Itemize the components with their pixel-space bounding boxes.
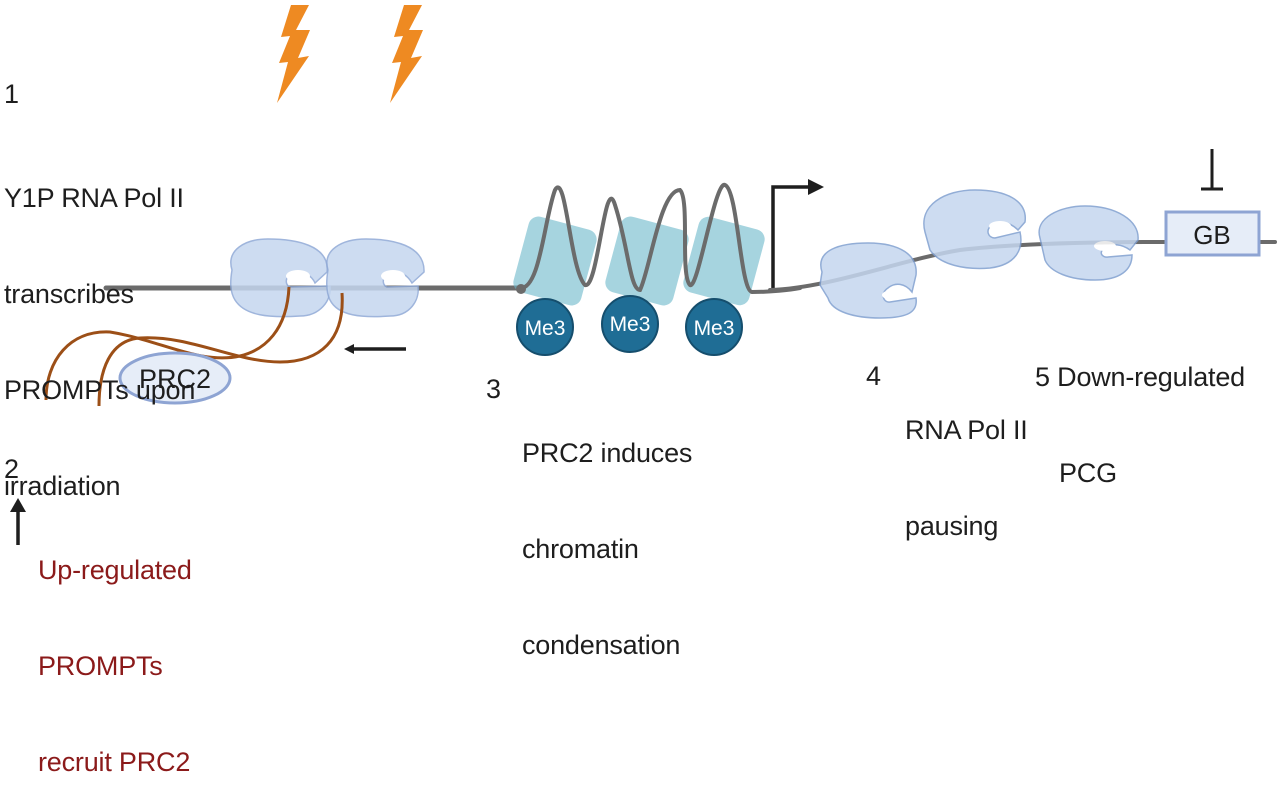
gene-body-label: GB bbox=[1193, 220, 1231, 250]
step-4-line: pausing bbox=[905, 511, 999, 541]
step-2-line: Up-regulated bbox=[38, 555, 192, 585]
step-3-text: PRC2 induces chromatin condensation bbox=[522, 373, 692, 693]
step-1-number: 1 bbox=[4, 79, 20, 109]
rna-polymerase-ii bbox=[923, 189, 1026, 270]
prompt-rna bbox=[97, 292, 344, 407]
me3-mark: Me3 bbox=[516, 298, 574, 356]
step-5-text: 5 Down-regulated PCG bbox=[1035, 297, 1245, 521]
tss-arrow-icon bbox=[771, 179, 824, 288]
diagram-canvas: PRC2 Me3 Me3 Me3 bbox=[10, 5, 1277, 545]
step-2-text: Up-regulated PROMPTs recruit PRC2 bbox=[38, 490, 192, 810]
nucleosome bbox=[683, 216, 765, 306]
step-3-number: 3 bbox=[486, 374, 502, 404]
svg-text:Me3: Me3 bbox=[694, 317, 735, 340]
prc2-label: PRC2 bbox=[139, 364, 211, 394]
step-4-text: RNA Pol II pausing bbox=[905, 350, 1028, 574]
step-5-line-text: Down-regulated bbox=[1057, 362, 1245, 392]
step-2-number: 2 bbox=[4, 454, 20, 484]
me3-mark: Me3 bbox=[601, 295, 659, 353]
step-2-line: PROMPTs bbox=[38, 651, 163, 681]
rna-polymerase-ii bbox=[819, 242, 917, 319]
step-1-line: transcribes bbox=[4, 279, 134, 309]
step-2-line: recruit PRC2 bbox=[38, 747, 191, 777]
step-1-line: Y1P RNA Pol II bbox=[4, 183, 184, 213]
svg-text:Me3: Me3 bbox=[525, 317, 566, 340]
step-5-number: 5 bbox=[1035, 362, 1050, 392]
rna-polymerase-ii bbox=[230, 238, 331, 318]
step-5-line: 5 Down-regulated bbox=[1035, 361, 1245, 393]
step-3-line: condensation bbox=[522, 630, 681, 660]
up-arrow-icon bbox=[10, 498, 26, 545]
prompt-rna bbox=[44, 286, 291, 401]
nucleosome bbox=[513, 216, 597, 306]
step-3-line: PRC2 induces bbox=[522, 438, 693, 468]
lightning-icon bbox=[390, 5, 423, 103]
step-5-line: PCG bbox=[1059, 458, 1117, 488]
prc2-complex bbox=[118, 351, 232, 405]
step-1-text: Y1P RNA Pol II transcribes PROMPTs upon … bbox=[4, 118, 195, 534]
svg-text:Me3: Me3 bbox=[610, 313, 651, 336]
step-1-line: PROMPTs upon bbox=[4, 375, 196, 405]
step-4-line: RNA Pol II bbox=[905, 415, 1028, 445]
rna-polymerase-ii bbox=[325, 238, 425, 318]
condensed-chromatin bbox=[518, 182, 802, 295]
inhibition-bar-icon bbox=[1201, 149, 1223, 191]
step-3-line: chromatin bbox=[522, 534, 639, 564]
lightning-icon bbox=[277, 5, 310, 103]
rna-polymerase-ii bbox=[1038, 205, 1139, 281]
step-1-line: irradiation bbox=[4, 471, 121, 501]
gene-body-box bbox=[1164, 210, 1261, 257]
step-4-number: 4 bbox=[866, 361, 882, 391]
me3-mark: Me3 bbox=[685, 298, 743, 356]
